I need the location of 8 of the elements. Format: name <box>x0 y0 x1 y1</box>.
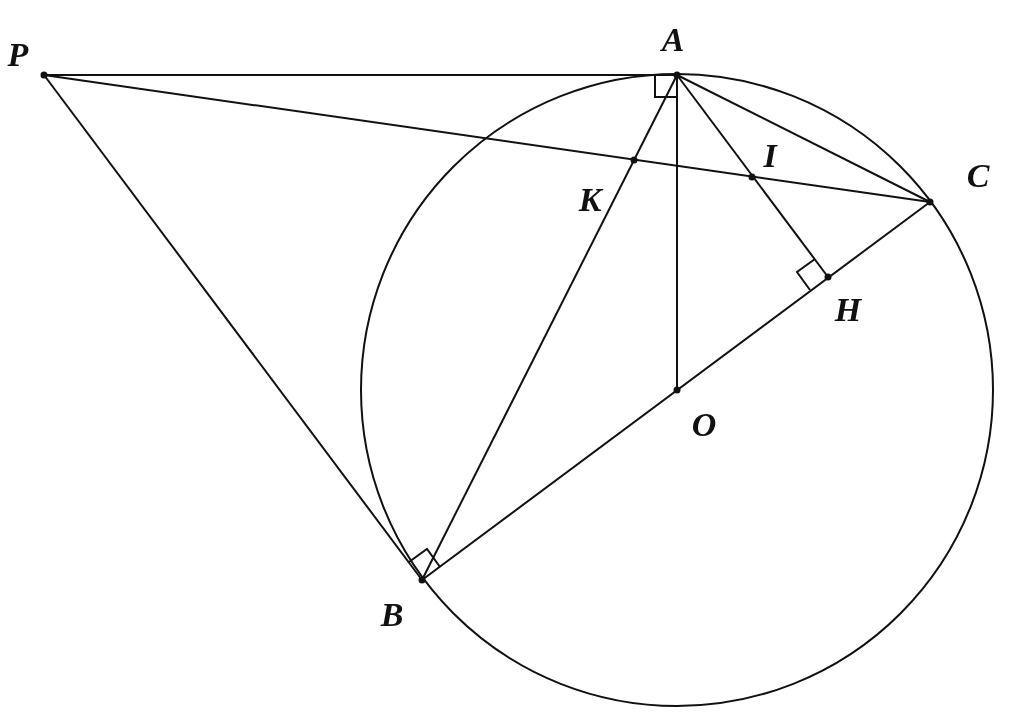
point-label: O <box>691 408 717 442</box>
point-label: I <box>763 139 777 173</box>
point-label: P <box>7 38 29 72</box>
point-label: A <box>661 23 685 57</box>
point-label: H <box>834 293 862 327</box>
point-label: B <box>380 598 404 632</box>
point-label: C <box>966 159 990 193</box>
point-label: K <box>578 183 602 217</box>
